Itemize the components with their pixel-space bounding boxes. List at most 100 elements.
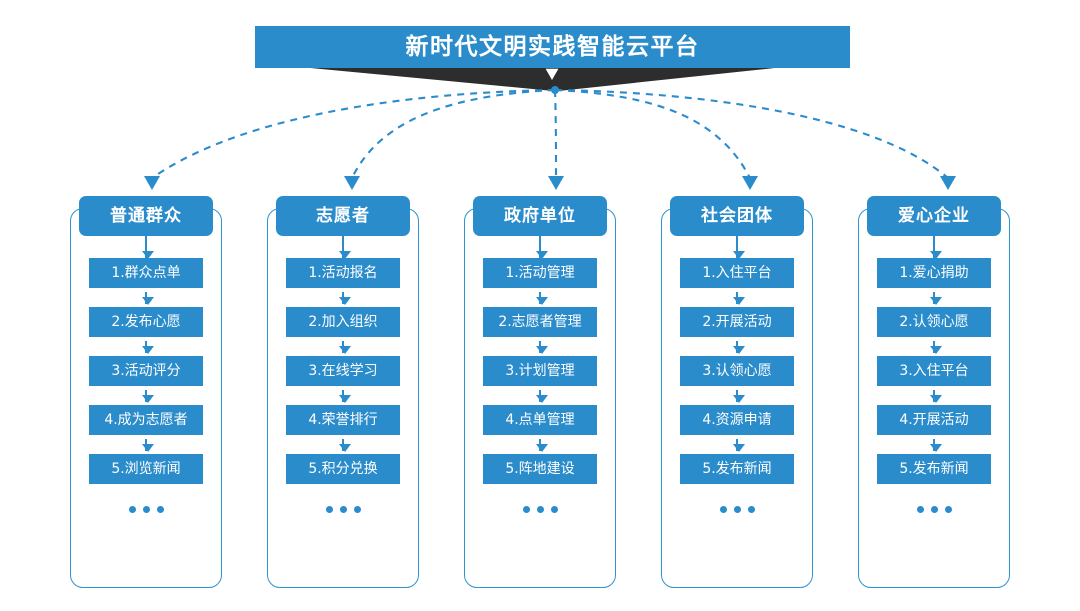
arrow-down-icon [732,439,745,452]
connector-to-column-5 [554,88,949,179]
ellipsis-dot [733,506,741,513]
step-item-label: 2.加入组织 [308,314,378,330]
step-item-label: 1.爱心捐助 [899,265,969,281]
connector-group [151,88,949,179]
ellipsis-dot [536,506,544,513]
more-items-ellipsis[interactable] [522,506,558,513]
ellipsis-dot [522,506,530,513]
arrow-down-icon [535,236,548,259]
step-item[interactable]: 3.入住平台 [877,356,991,386]
arrow-down-icon [732,390,745,403]
more-items-ellipsis[interactable] [325,506,361,513]
step-item[interactable]: 3.认领心愿 [680,356,794,386]
step-item-label: 5.发布新闻 [702,461,772,477]
connector-to-column-2 [351,88,556,179]
step-item[interactable]: 4.点单管理 [483,405,597,435]
step-item[interactable]: 2.加入组织 [286,307,400,337]
arrow-down-icon [929,236,942,259]
ellipsis-dot [142,506,150,513]
step-item-label: 4.资源申请 [702,412,772,428]
step-item-label: 5.阵地建设 [505,461,575,477]
ellipsis-dot [944,506,952,513]
arrow-down-icon [338,439,351,452]
ellipsis-dot [719,506,727,513]
role-column-header-label: 社会团体 [701,205,773,226]
step-item[interactable]: 4.荣誉排行 [286,405,400,435]
step-item[interactable]: 3.活动评分 [89,356,203,386]
step-item-label: 3.认领心愿 [702,363,772,379]
arrow-down-icon [732,341,745,354]
connector-to-column-3 [553,89,558,179]
connector-to-column-4 [554,88,751,179]
connector-to-column-1 [151,88,556,179]
step-item[interactable]: 2.发布心愿 [89,307,203,337]
page-title: 新时代文明实践智能云平台 [405,33,700,60]
step-item[interactable]: 5.发布新闻 [877,454,991,484]
step-item[interactable]: 2.认领心愿 [877,307,991,337]
step-item[interactable]: 5.阵地建设 [483,454,597,484]
arrow-down-icon [141,439,154,452]
step-item-label: 5.积分兑换 [308,461,378,477]
role-step-list: 1.活动报名 2.加入组织 3.在线学习 4.荣誉排行 5.积分兑换 [259,236,427,592]
role-column-header[interactable]: 志愿者 [276,196,410,236]
step-item-label: 3.活动评分 [111,363,181,379]
role-column-header[interactable]: 社会团体 [670,196,804,236]
role-step-list: 1.活动管理 2.志愿者管理 3.计划管理 4.点单管理 5.阵地建设 [456,236,624,592]
step-item[interactable]: 5.浏览新闻 [89,454,203,484]
arrow-down-icon [141,236,154,259]
role-column-header[interactable]: 政府单位 [473,196,607,236]
role-step-list: 1.入住平台 2.开展活动 3.认领心愿 4.资源申请 5.发布新闻 [653,236,821,592]
connector-arrowheads [144,86,956,190]
step-item[interactable]: 5.发布新闻 [680,454,794,484]
step-item-label: 1.入住平台 [702,265,772,281]
step-item[interactable]: 1.入住平台 [680,258,794,288]
more-items-ellipsis[interactable] [916,506,952,513]
step-item[interactable]: 4.开展活动 [877,405,991,435]
step-item-label: 4.开展活动 [899,412,969,428]
ellipsis-dot [339,506,347,513]
ellipsis-dot [550,506,558,513]
step-item[interactable]: 2.开展活动 [680,307,794,337]
step-item-label: 5.发布新闻 [899,461,969,477]
role-step-list: 1.爱心捐助 2.认领心愿 3.入住平台 4.开展活动 5.发布新闻 [850,236,1018,592]
step-item[interactable]: 5.积分兑换 [286,454,400,484]
step-item-label: 3.入住平台 [899,363,969,379]
step-item[interactable]: 1.爱心捐助 [877,258,991,288]
step-item[interactable]: 3.计划管理 [483,356,597,386]
step-item[interactable]: 1.活动报名 [286,258,400,288]
ellipsis-dot [156,506,164,513]
arrow-down-icon [732,236,745,259]
role-column-header[interactable]: 普通群众 [79,196,213,236]
arrow-down-icon [732,292,745,305]
ellipsis-dot [930,506,938,513]
role-step-list: 1.群众点单 2.发布心愿 3.活动评分 4.成为志愿者 5.浏览新闻 [62,236,230,592]
arrow-down-icon [338,236,351,259]
step-item-label: 2.志愿者管理 [498,314,582,330]
more-items-ellipsis[interactable] [719,506,755,513]
ellipsis-dot [325,506,333,513]
more-items-ellipsis[interactable] [128,506,164,513]
step-item[interactable]: 4.资源申请 [680,405,794,435]
step-item[interactable]: 1.群众点单 [89,258,203,288]
arrow-down-icon [929,390,942,403]
role-column: 爱心企业 1.爱心捐助 2.认领心愿 3.入住平台 4.开展活动 5.发布新闻 [850,196,1018,592]
arrow-down-icon [535,292,548,305]
step-item[interactable]: 2.志愿者管理 [483,307,597,337]
step-item[interactable]: 3.在线学习 [286,356,400,386]
role-column-header-label: 志愿者 [316,205,370,226]
role-column-header[interactable]: 爱心企业 [867,196,1001,236]
role-column: 政府单位 1.活动管理 2.志愿者管理 3.计划管理 4.点单管理 5.阵地建设 [456,196,624,592]
step-item-label: 4.荣誉排行 [308,412,378,428]
role-column: 普通群众 1.群众点单 2.发布心愿 3.活动评分 4.成为志愿者 5.浏览新闻 [62,196,230,592]
step-item-label: 2.发布心愿 [111,314,181,330]
platform-banner: 新时代文明实践智能云平台 [0,0,1080,100]
step-item-label: 3.在线学习 [308,363,378,379]
role-column: 社会团体 1.入住平台 2.开展活动 3.认领心愿 4.资源申请 5.发布新闻 [653,196,821,592]
step-item-label: 1.群众点单 [111,265,181,281]
arrow-down-icon [141,390,154,403]
arrow-down-icon [338,292,351,305]
step-item[interactable]: 1.活动管理 [483,258,597,288]
step-item[interactable]: 4.成为志愿者 [89,405,203,435]
step-item-label: 2.开展活动 [702,314,772,330]
